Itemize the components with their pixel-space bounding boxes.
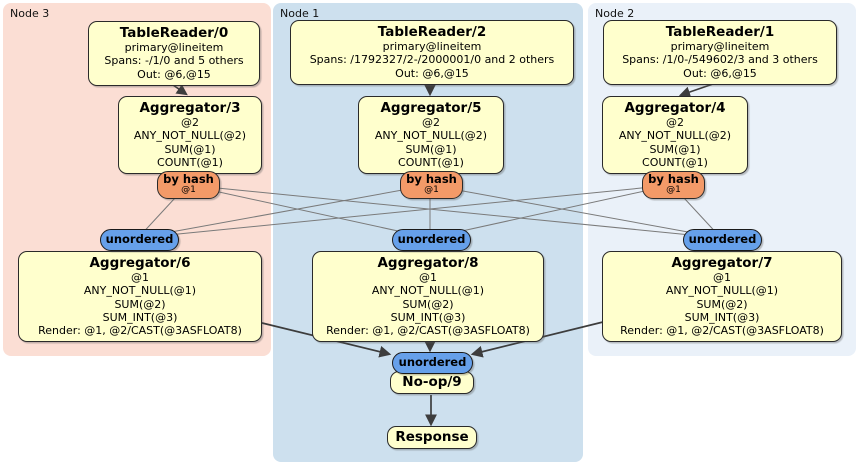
box-title: Aggregator/8 xyxy=(377,255,479,271)
node1-label: Node 1 xyxy=(280,7,320,20)
box-line: Spans: /1792327/2-/2000001/0 and 2 other… xyxy=(309,53,555,67)
node3-label: Node 3 xyxy=(10,7,50,20)
hash-router-key: @1 xyxy=(424,185,439,196)
box-title: Aggregator/7 xyxy=(671,255,773,271)
hash-router-label: by hash xyxy=(648,172,699,186)
box-title: No-op/9 xyxy=(402,374,462,390)
hash-router-label: by hash xyxy=(406,172,457,186)
box-line: primary@lineitem xyxy=(670,40,770,54)
box-line: @2 xyxy=(422,116,440,130)
box-line: SUM(@1) xyxy=(649,142,701,156)
box-title: TableReader/2 xyxy=(377,24,487,40)
aggregator-3-box: Aggregator/3 @2 ANY_NOT_NULL(@2) SUM(@1)… xyxy=(118,96,262,174)
hash-router-key: @1 xyxy=(666,185,681,196)
aggregator-8-box: Aggregator/8 @1 ANY_NOT_NULL(@1) SUM(@2)… xyxy=(312,251,544,343)
box-line: COUNT(@1) xyxy=(157,155,223,169)
box-line: Render: @1, @2/CAST(@3ASFLOAT8) xyxy=(326,323,530,337)
box-line: ANY_NOT_NULL(@1) xyxy=(665,284,779,298)
box-line: SUM_INT(@3) xyxy=(102,310,178,324)
box-line: SUM(@2) xyxy=(402,297,454,311)
aggregator-4-box: Aggregator/4 @2 ANY_NOT_NULL(@2) SUM(@1)… xyxy=(602,96,748,174)
unordered-stream-6: unordered xyxy=(100,229,179,251)
node2-label: Node 2 xyxy=(595,7,635,20)
box-line: @2 xyxy=(181,116,199,130)
box-line: ANY_NOT_NULL(@2) xyxy=(133,129,247,143)
tablereader-0-box: TableReader/0 primary@lineitem Spans: -/… xyxy=(88,21,260,86)
box-line: COUNT(@1) xyxy=(642,155,708,169)
unordered-stream-7: unordered xyxy=(683,229,762,251)
box-line: primary@lineitem xyxy=(382,40,482,54)
hash-router-4: by hash @1 xyxy=(642,171,705,200)
box-line: @2 xyxy=(666,116,684,130)
noop-box: No-op/9 xyxy=(390,371,474,395)
box-line: SUM(@2) xyxy=(696,297,748,311)
unordered-stream-8: unordered xyxy=(392,229,471,251)
tablereader-1-box: TableReader/1 primary@lineitem Spans: /1… xyxy=(603,20,837,85)
hash-router-key: @1 xyxy=(181,185,196,196)
box-line: COUNT(@1) xyxy=(398,155,464,169)
box-line: primary@lineitem xyxy=(124,41,224,55)
box-line: Spans: -/1/0 and 5 others xyxy=(104,54,244,68)
box-line: @1 xyxy=(131,271,149,285)
box-line: Out: @6,@15 xyxy=(395,66,469,80)
box-line: ANY_NOT_NULL(@1) xyxy=(83,284,197,298)
box-line: @1 xyxy=(419,271,437,285)
box-line: Render: @1, @2/CAST(@3ASFLOAT8) xyxy=(38,323,242,337)
response-box: Response xyxy=(387,426,477,450)
box-title: Aggregator/4 xyxy=(624,100,726,116)
box-title: TableReader/1 xyxy=(665,24,775,40)
box-line: ANY_NOT_NULL(@2) xyxy=(374,129,488,143)
box-line: SUM(@2) xyxy=(114,297,166,311)
box-title: TableReader/0 xyxy=(119,25,229,41)
aggregator-6-box: Aggregator/6 @1 ANY_NOT_NULL(@1) SUM(@2)… xyxy=(18,251,262,343)
box-line: SUM_INT(@3) xyxy=(684,310,760,324)
hash-router-5: by hash @1 xyxy=(400,171,463,200)
box-line: Out: @6,@15 xyxy=(683,66,757,80)
aggregator-7-box: Aggregator/7 @1 ANY_NOT_NULL(@1) SUM(@2)… xyxy=(602,251,842,343)
box-line: SUM(@1) xyxy=(164,142,216,156)
box-title: Aggregator/5 xyxy=(380,100,482,116)
box-line: @1 xyxy=(713,271,731,285)
box-title: Aggregator/6 xyxy=(89,255,191,271)
box-line: SUM(@1) xyxy=(405,142,457,156)
unordered-stream-final: unordered xyxy=(392,352,473,374)
box-title: Aggregator/3 xyxy=(139,100,241,116)
aggregator-5-box: Aggregator/5 @2 ANY_NOT_NULL(@2) SUM(@1)… xyxy=(358,96,504,174)
box-line: Render: @1, @2/CAST(@3ASFLOAT8) xyxy=(620,323,824,337)
box-line: SUM_INT(@3) xyxy=(390,310,466,324)
hash-router-label: by hash xyxy=(163,172,214,186)
box-line: Spans: /1/0-/549602/3 and 3 others xyxy=(622,53,818,67)
box-line: ANY_NOT_NULL(@1) xyxy=(371,284,485,298)
box-line: Out: @6,@15 xyxy=(137,67,211,81)
box-line: ANY_NOT_NULL(@2) xyxy=(618,129,732,143)
tablereader-2-box: TableReader/2 primary@lineitem Spans: /1… xyxy=(290,20,574,85)
hash-router-3: by hash @1 xyxy=(157,171,220,200)
box-title: Response xyxy=(395,429,469,445)
